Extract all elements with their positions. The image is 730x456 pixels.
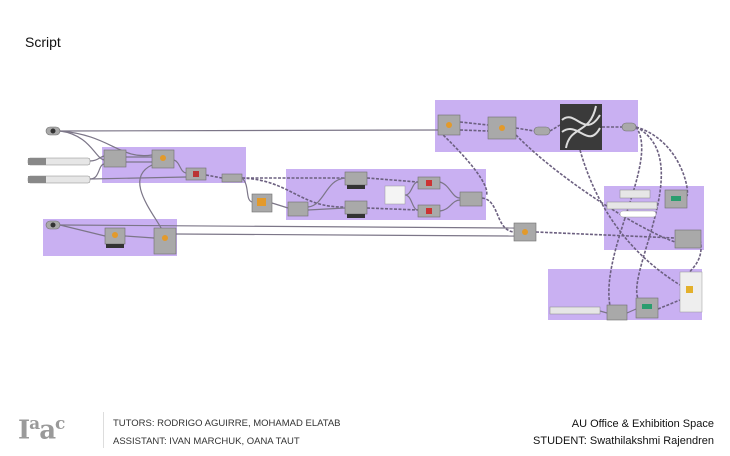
component [459, 191, 483, 207]
wire [481, 197, 515, 233]
component-detail [671, 196, 681, 201]
component [674, 229, 702, 249]
wire [241, 177, 346, 208]
wire [205, 174, 223, 179]
wire [439, 131, 488, 197]
component [287, 201, 309, 217]
wire [599, 310, 608, 314]
component-detail [28, 176, 46, 183]
wire [549, 124, 561, 132]
wire [535, 231, 676, 239]
wire [459, 129, 489, 132]
tutors-text: TUTORS: RODRIGO AGUIRRE, MOHAMAD ELATAB [113, 418, 341, 429]
component-detail [642, 304, 652, 309]
wire [459, 121, 489, 126]
component-detail [446, 122, 452, 128]
component-detail [522, 229, 528, 235]
component [621, 122, 637, 132]
component-detail [257, 198, 266, 206]
wire [404, 181, 419, 196]
component-detail [50, 128, 56, 134]
wire [89, 176, 187, 180]
wire [439, 181, 461, 199]
wire [175, 233, 515, 237]
wire [59, 224, 515, 229]
wire [271, 202, 289, 209]
component [533, 126, 551, 136]
wire [635, 126, 663, 303]
wire [173, 159, 187, 174]
wires [59, 121, 702, 314]
panel [384, 185, 406, 205]
component [221, 173, 243, 183]
wire [561, 105, 601, 149]
wire [124, 235, 155, 239]
component-detail [686, 286, 693, 293]
wire [404, 194, 419, 211]
component-detail [347, 185, 365, 189]
components [27, 104, 703, 321]
component [344, 200, 368, 215]
component-detail [162, 235, 168, 241]
wire [366, 207, 419, 211]
component [344, 171, 368, 186]
component-detail [160, 155, 166, 161]
component-detail [426, 208, 432, 214]
wire [307, 207, 346, 211]
component-detail [50, 222, 56, 228]
group-preview [435, 100, 638, 152]
wire [439, 199, 461, 212]
component-detail [106, 244, 124, 248]
wire [657, 299, 681, 310]
wire [635, 126, 689, 197]
wire [515, 134, 676, 243]
number-slider [606, 201, 658, 210]
wire [366, 177, 419, 183]
wire [59, 224, 106, 237]
assistant-text: ASSISTANT: IVAN MARCHUK, OANA TAUT [113, 436, 300, 447]
wire [59, 130, 105, 161]
wire [626, 308, 637, 314]
wire [307, 177, 346, 208]
student-name: STUDENT: Swathilakshmi Rajendren [533, 435, 714, 447]
component [606, 304, 628, 321]
wire [241, 177, 253, 203]
component-detail [28, 158, 46, 165]
wire [89, 155, 105, 162]
value-list [619, 189, 651, 199]
component-detail [112, 232, 118, 238]
component-detail [426, 180, 432, 186]
wire [579, 149, 681, 286]
slide-title: Script [25, 34, 61, 50]
divider [103, 412, 104, 448]
component-detail [193, 171, 199, 177]
component [103, 149, 127, 168]
wire [59, 129, 439, 132]
iaac-logo: Iaac [18, 414, 65, 446]
component-detail [347, 214, 365, 218]
wire [59, 130, 153, 157]
wire [89, 163, 105, 180]
project-title: AU Office & Exhibition Space [571, 418, 714, 430]
component-detail [499, 125, 505, 131]
panel [619, 210, 657, 218]
wire [515, 127, 535, 132]
number-slider [549, 306, 601, 315]
